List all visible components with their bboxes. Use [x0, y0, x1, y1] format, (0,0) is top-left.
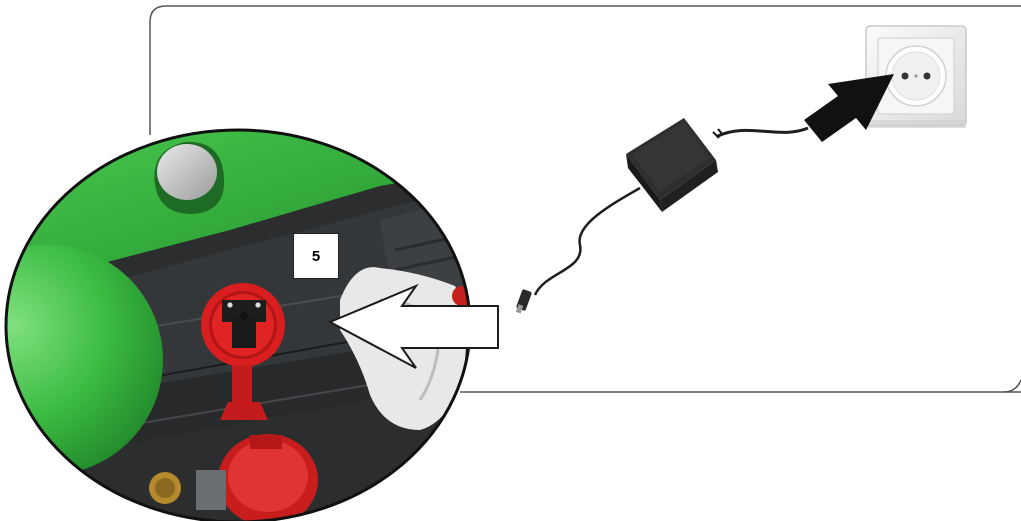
step-number-badge: 5 [293, 233, 339, 279]
outline-arrow-icon [327, 283, 499, 369]
instruction-panel [149, 5, 1021, 393]
adapter-cable-top [717, 126, 809, 138]
power-adapter-icon [626, 118, 718, 212]
barrel-plug-icon [515, 289, 532, 314]
wall-socket-icon [865, 25, 967, 128]
charging-port-icon [201, 283, 318, 521]
adapter-cable-bottom [533, 186, 641, 296]
arrow-icon [804, 74, 894, 142]
